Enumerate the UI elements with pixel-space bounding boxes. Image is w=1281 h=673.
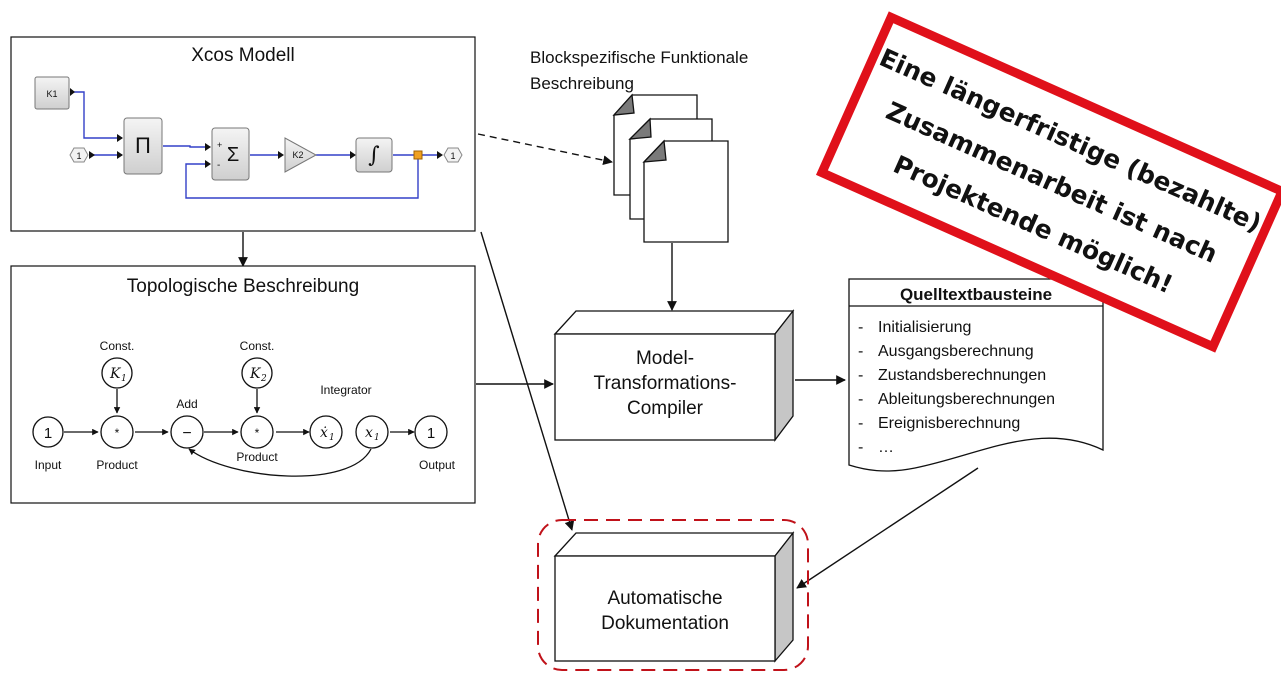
svg-text:-: - bbox=[858, 439, 863, 456]
source-title: Quelltextbausteine bbox=[900, 285, 1052, 304]
svg-text:-: - bbox=[217, 160, 220, 171]
topo-node-const1 bbox=[101, 357, 133, 389]
svg-text:x: x bbox=[365, 425, 373, 441]
source-item: Zustandsberechnungen bbox=[878, 367, 1046, 384]
xcos-gain-block: K2 bbox=[278, 137, 318, 173]
xcos-input-port: 1 bbox=[69, 147, 95, 163]
topo-node-product1 bbox=[100, 415, 134, 449]
topo-node-const2 bbox=[241, 357, 273, 389]
svg-text:K1: K1 bbox=[46, 89, 57, 99]
label-product1: Product bbox=[96, 458, 138, 472]
label-add: Add bbox=[176, 397, 197, 411]
source-item: Initialisierung bbox=[878, 319, 971, 336]
compiler-box: Model- Transformations- Compiler bbox=[553, 309, 795, 442]
topo-node-output bbox=[414, 415, 448, 449]
document-stack-icon bbox=[612, 93, 729, 243]
svg-text:-: - bbox=[858, 415, 863, 432]
svg-text:1: 1 bbox=[427, 425, 435, 442]
svg-text:*: * bbox=[115, 426, 120, 440]
documentation-line1: Automatische bbox=[607, 588, 722, 609]
documentation-highlight bbox=[537, 519, 809, 671]
svg-text:-: - bbox=[858, 343, 863, 360]
svg-text:-: - bbox=[858, 319, 863, 336]
topo-node-add bbox=[170, 415, 204, 449]
svg-text:K2: K2 bbox=[292, 150, 303, 160]
source-blocks-panel: Quelltextbausteine -Initialisierung -Aus… bbox=[848, 278, 1104, 472]
svg-text:K: K bbox=[109, 366, 122, 382]
svg-text:*: * bbox=[255, 426, 260, 440]
documentation-line2: Dokumentation bbox=[601, 613, 729, 634]
arrow-xcos-to-documentation bbox=[480, 231, 575, 531]
label-const2: Const. bbox=[240, 339, 275, 353]
label-output: Output bbox=[419, 458, 456, 472]
svg-text:ẋ: ẋ bbox=[320, 425, 328, 441]
svg-text:Σ: Σ bbox=[227, 144, 239, 166]
topology-panel: Topologische Beschreibung 1 * − * 1 bbox=[10, 265, 476, 504]
svg-text:−: − bbox=[182, 425, 191, 442]
topology-title: Topologische Beschreibung bbox=[127, 276, 359, 297]
topo-node-x bbox=[355, 415, 389, 449]
svg-text:1: 1 bbox=[121, 374, 127, 384]
xcos-model-panel: Xcos Modell K1 1 Π bbox=[10, 36, 476, 232]
source-item: … bbox=[878, 439, 894, 456]
svg-text:Π: Π bbox=[135, 133, 151, 158]
arrow-source-to-documentation bbox=[796, 467, 979, 589]
arrow-xcos-to-docs bbox=[477, 133, 613, 165]
xcos-sum-block: + - Σ bbox=[205, 127, 250, 181]
xcos-product-block: Π bbox=[117, 117, 163, 175]
source-item: Ausgangsberechnung bbox=[878, 343, 1034, 360]
svg-text:K: K bbox=[249, 366, 262, 382]
topo-node-product2 bbox=[240, 415, 274, 449]
svg-text:-: - bbox=[858, 391, 863, 408]
docs-label-line2: Beschreibung bbox=[530, 74, 634, 93]
documentation-box: Automatische Dokumentation bbox=[553, 531, 795, 663]
svg-text:+: + bbox=[217, 140, 222, 150]
label-const1: Const. bbox=[100, 339, 135, 353]
svg-text:1: 1 bbox=[329, 433, 335, 443]
topo-node-input bbox=[32, 416, 64, 448]
xcos-model-title: Xcos Modell bbox=[191, 45, 295, 66]
svg-text:1: 1 bbox=[374, 433, 380, 443]
xcos-split-point bbox=[413, 150, 423, 160]
svg-text:1: 1 bbox=[76, 151, 81, 161]
source-item: Ereignisberechnung bbox=[878, 415, 1020, 432]
svg-text:1: 1 bbox=[450, 151, 455, 161]
xcos-const-block: K1 bbox=[34, 76, 75, 110]
compiler-line2: Transformations- bbox=[594, 373, 737, 394]
label-product2: Product bbox=[236, 450, 278, 464]
label-integrator: Integrator bbox=[320, 383, 371, 397]
topo-node-xdot bbox=[309, 415, 343, 449]
svg-text:-: - bbox=[858, 367, 863, 384]
source-item: Ableitungsberechnungen bbox=[878, 391, 1055, 408]
docs-label-line1: Blockspezifische Funktionale bbox=[530, 48, 748, 67]
svg-text:2: 2 bbox=[260, 374, 267, 384]
svg-text:∫: ∫ bbox=[368, 143, 380, 168]
xcos-integral-block: ∫ bbox=[350, 137, 393, 173]
compiler-line1: Model- bbox=[636, 348, 694, 369]
xcos-output-port: 1 bbox=[437, 147, 463, 163]
compiler-line3: Compiler bbox=[627, 398, 704, 419]
label-input: Input bbox=[35, 458, 62, 472]
svg-text:1: 1 bbox=[44, 425, 52, 442]
